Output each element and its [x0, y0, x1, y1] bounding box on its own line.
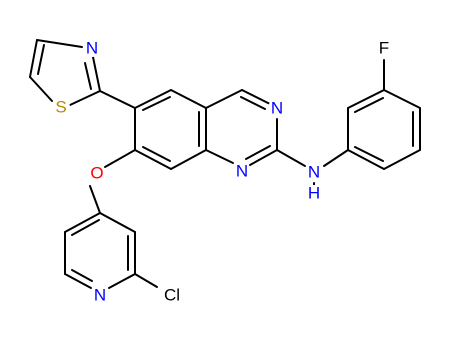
atom-label-layer: S N N N F N H O — [52, 39, 393, 307]
bond-pyr-c4-c3-inner — [71, 219, 100, 236]
bond-pyr-c2-n1 — [64, 273, 92, 289]
bond-nh-aryl — [323, 149, 349, 167]
bond-c8a-c8 — [170, 149, 207, 170]
bond-thiazole-c5-c4-double — [37, 44, 45, 75]
bond-c4-n3 — [241, 89, 271, 105]
bond-c4a-c4 — [205, 89, 243, 109]
bond-c2-n1 — [249, 149, 278, 166]
bond-aryl-c3-c4 — [383, 89, 421, 109]
bond-aryl-c5-c6 — [383, 149, 421, 170]
atom-n3-quinazoline-label: N — [271, 99, 283, 118]
bond-n1-c8a — [205, 149, 234, 164]
bond-pyr-c2-n1-inner — [71, 269, 93, 282]
bond-c5-c4a — [170, 89, 207, 109]
bond-thiazole-c6 — [99, 90, 136, 109]
bond-pyr-c5-c4 — [99, 212, 136, 233]
atom-n1-quinazoline-label: N — [236, 162, 248, 181]
bond-aryl-c6-c1 — [347, 149, 385, 170]
atom-n-thiazole: N — [83, 39, 101, 58]
atom-cl-pyridine: Cl — [160, 283, 184, 307]
bond-pyr-n1-c6 — [108, 273, 136, 289]
bond-c7-o — [104, 149, 136, 168]
bond-c6-c5 — [134, 89, 172, 109]
bond-c6-c5-inner — [142, 96, 171, 111]
bond-c4-n3-double — [240, 96, 266, 110]
bond-pyr-c6-cl — [134, 273, 158, 288]
bond-aryl-c2-c3-inner — [354, 97, 384, 113]
atom-n-pyridine: N — [91, 286, 109, 305]
bond-thiazole-n3-c2-double — [84, 62, 92, 90]
atom-f-aryl-label: F — [379, 39, 389, 58]
bond-thiazole-c5-c4 — [29, 39, 38, 78]
bond-thiazole-s1-c4 — [29, 76, 53, 102]
atom-n3-quinazoline: N — [268, 99, 286, 118]
bond-thiazole-c2-s1 — [69, 90, 101, 106]
bond-c2-nh — [276, 149, 306, 167]
bond-c8-c7-inner — [142, 146, 171, 162]
atom-cl-pyridine-label: Cl — [164, 286, 180, 305]
bond-c2-n1-double — [245, 145, 271, 160]
atom-o-ether-label: O — [90, 164, 103, 183]
atom-n1-quinazoline: N — [233, 162, 251, 181]
atom-h-amine: H — [306, 184, 322, 203]
atom-h-amine-label: H — [308, 184, 320, 203]
bond-layer — [29, 39, 421, 289]
atom-s-thiazole-label: S — [55, 98, 66, 117]
bond-thiazole-n3-c2 — [92, 56, 101, 92]
atom-nh-amine-label: N — [308, 163, 320, 182]
atom-nh-amine: N — [305, 163, 323, 182]
bond-c8-c7 — [134, 149, 172, 170]
bond-thiazole-c5-n3 — [36, 39, 83, 48]
atom-s-thiazole: S — [52, 98, 70, 117]
atom-f-aryl: F — [375, 39, 393, 58]
atom-n-pyridine-label: N — [94, 286, 106, 305]
bond-aryl-c2-c3 — [347, 89, 385, 109]
atom-o-ether: O — [88, 164, 106, 183]
atom-n-thiazole-label: N — [86, 39, 98, 58]
bond-pyr-c4-c3 — [64, 212, 101, 233]
bond-o-pyridine — [89, 185, 101, 214]
bond-aryl-c6-c1-inner — [354, 146, 384, 162]
